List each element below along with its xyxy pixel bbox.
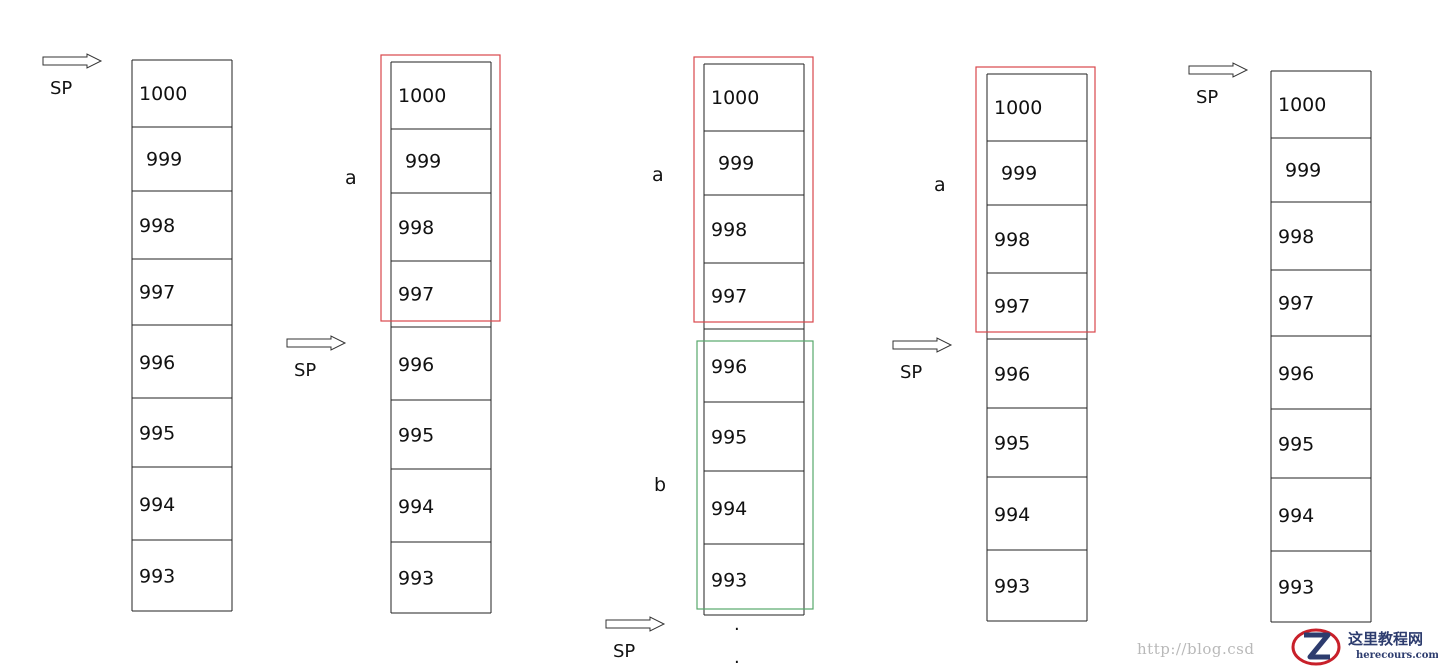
cell-address: 994	[398, 496, 434, 518]
watermark-logo-cn: 这里教程网	[1348, 630, 1424, 648]
cell-address: 1000	[994, 97, 1042, 119]
watermark-logo-icon	[1291, 628, 1341, 666]
cell-address: 995	[139, 422, 175, 444]
cell-address: 993	[139, 566, 175, 588]
sp-arrow-icon	[1188, 62, 1249, 78]
cell-address: 998	[1278, 226, 1314, 248]
sp-label: SP	[50, 78, 72, 99]
sp-label: SP	[294, 360, 316, 381]
frame-a-label: a	[652, 164, 664, 186]
continuation-dot: .	[734, 647, 740, 668]
cell-address: 996	[994, 363, 1030, 385]
cell-address: 997	[711, 286, 747, 308]
watermark-logo-en: herecours.com	[1356, 650, 1438, 661]
cell-address: 999	[1001, 162, 1037, 184]
cell-address: 997	[398, 284, 434, 306]
cell-address: 994	[1278, 505, 1314, 527]
cell-address: 994	[711, 498, 747, 520]
cell-address: 999	[1285, 159, 1321, 181]
cell-address: 998	[398, 217, 434, 239]
cell-address: 997	[139, 282, 175, 304]
cell-address: 1000	[1278, 94, 1326, 116]
cell-address: 995	[994, 432, 1030, 454]
sp-arrow-icon	[892, 337, 953, 353]
cell-address: 999	[405, 150, 441, 172]
cell-address: 996	[1278, 363, 1314, 385]
cell-address: 993	[711, 570, 747, 592]
sp-arrow-icon	[42, 53, 103, 69]
sp-arrow-icon	[605, 616, 666, 632]
cell-address: 1000	[398, 85, 446, 107]
frame-a-box	[693, 56, 814, 323]
cell-address: 993	[994, 576, 1030, 598]
stack-4: 1000 999 998 997 996 995 994 993	[986, 73, 1088, 622]
cell-address: 996	[139, 352, 175, 374]
watermark-url: http://blog.csd	[1137, 640, 1255, 658]
frame-a-label: a	[345, 167, 357, 189]
cell-address: 995	[711, 426, 747, 448]
cell-address: 998	[994, 229, 1030, 251]
cell-address: 996	[398, 354, 434, 376]
continuation-dot: .	[734, 614, 740, 635]
frame-a-box	[975, 66, 1096, 333]
cell-address: 993	[398, 568, 434, 590]
sp-arrow-icon	[286, 335, 347, 351]
stack-3: 1000 999 998 997 996 995 994 993	[703, 63, 805, 616]
stack-5: 1000 999 998 997 996 995 994 993	[1270, 70, 1372, 623]
cell-address: 999	[146, 148, 182, 170]
sp-label: SP	[613, 641, 635, 662]
cell-address: 994	[139, 494, 175, 516]
cell-address: 998	[711, 219, 747, 241]
cell-address: 994	[994, 504, 1030, 526]
cell-address: 996	[711, 356, 747, 378]
sp-label: SP	[1196, 87, 1218, 108]
cell-address: 1000	[139, 83, 187, 105]
cell-address: 997	[1278, 293, 1314, 315]
cell-address: 997	[994, 296, 1030, 318]
frame-a-label: a	[934, 174, 946, 196]
frame-a-box	[380, 54, 501, 322]
cell-address: 998	[139, 215, 175, 237]
stack-2: 1000 999 998 997 996 995 994 993	[390, 61, 492, 614]
frame-b-box	[696, 340, 814, 610]
cell-address: 993	[1278, 577, 1314, 599]
sp-label: SP	[900, 362, 922, 383]
frame-b-label: b	[654, 474, 666, 496]
cell-address: 1000	[711, 87, 759, 109]
cell-address: 995	[1278, 433, 1314, 455]
cell-address: 995	[398, 424, 434, 446]
stack-1: 1000 999 998 997 996 995 994 993	[131, 59, 233, 612]
cell-address: 999	[718, 152, 754, 174]
